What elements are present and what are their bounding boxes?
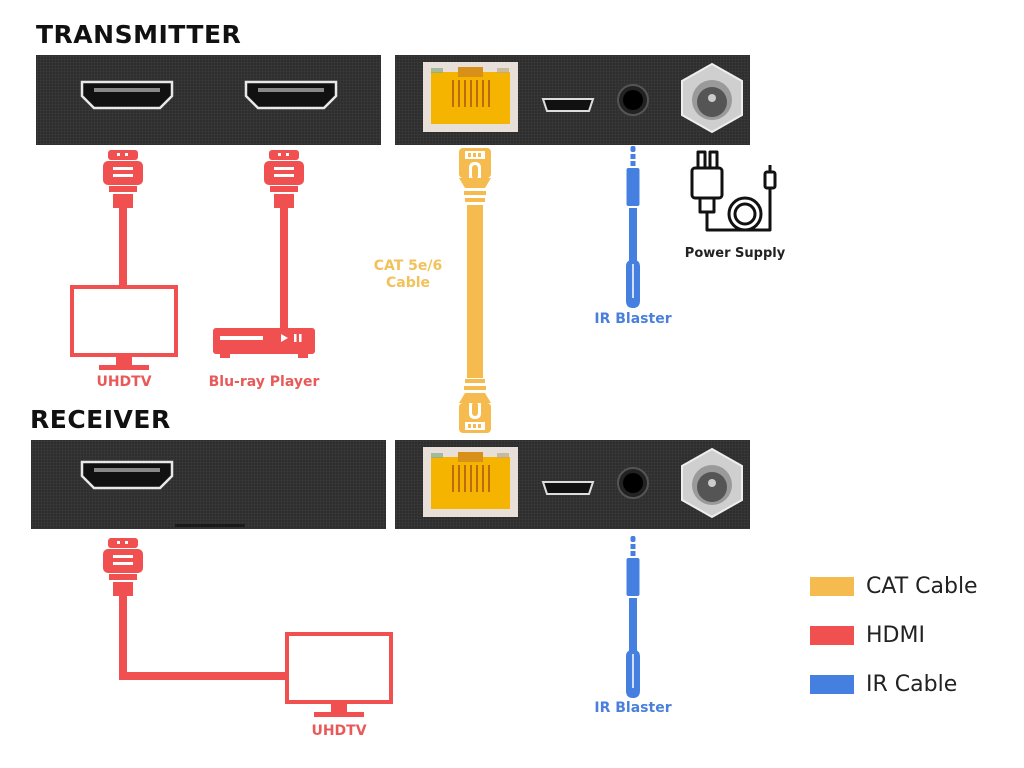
legend-label: IR Cable bbox=[866, 672, 958, 697]
receiver-hdmi-out-port bbox=[80, 460, 174, 490]
receiver-dc-power-port bbox=[681, 448, 743, 518]
hdmi-plug-icon bbox=[103, 150, 143, 208]
cat-cable-label-line2: Cable bbox=[385, 275, 431, 291]
legend-label: HDMI bbox=[866, 623, 925, 648]
receiver-tv-icon bbox=[285, 632, 393, 719]
blu-ray-player-icon bbox=[213, 328, 315, 358]
receiver-micro-usb-port bbox=[542, 481, 594, 495]
hdmi-plug-icon bbox=[264, 150, 304, 208]
legend: CAT Cable HDMI IR Cable bbox=[810, 574, 978, 697]
transmitter-hdmi-in-port bbox=[244, 80, 338, 110]
legend-item-ir: IR Cable bbox=[810, 672, 978, 697]
receiver-ir-jack bbox=[617, 467, 649, 499]
transmitter-title: TRANSMITTER bbox=[36, 20, 242, 49]
legend-label: CAT Cable bbox=[866, 574, 978, 599]
transmitter-rj45-port bbox=[422, 61, 519, 133]
receiver-hdmi-cable bbox=[119, 596, 288, 680]
hdmi-plug-icon bbox=[103, 538, 143, 596]
receiver-tv-label: UHDTV bbox=[311, 723, 367, 739]
legend-item-hdmi: HDMI bbox=[810, 623, 978, 648]
power-supply-label: Power Supply bbox=[684, 246, 786, 261]
receiver-ir-blaster-label: IR Blaster bbox=[594, 700, 672, 716]
receiver-title: RECEIVER bbox=[30, 405, 171, 434]
transmitter-micro-usb-port bbox=[542, 98, 594, 112]
hdmi-cable-tv bbox=[119, 208, 127, 288]
transmitter-tv-label: UHDTV bbox=[96, 374, 152, 390]
receiver-rj45-port bbox=[422, 446, 519, 518]
cat-cable bbox=[467, 213, 483, 378]
legend-swatch-hdmi bbox=[810, 626, 854, 645]
cat-cable-label-line1: CAT 5e/6 bbox=[373, 258, 443, 274]
cat-plug-top-icon bbox=[459, 148, 491, 213]
transmitter-ir-blaster-label: IR Blaster bbox=[594, 311, 672, 327]
hdmi-cable-player bbox=[280, 208, 288, 330]
transmitter-hdmi-out-port bbox=[80, 80, 174, 110]
legend-swatch-ir bbox=[810, 675, 854, 694]
receiver-panel-notch bbox=[175, 524, 245, 527]
blu-ray-player-label: Blu-ray Player bbox=[208, 374, 320, 390]
power-supply-icon bbox=[690, 150, 777, 232]
legend-swatch-cat bbox=[810, 577, 854, 596]
legend-item-cat: CAT Cable bbox=[810, 574, 978, 599]
tv-icon bbox=[70, 285, 178, 372]
ir-blaster-icon bbox=[625, 145, 641, 309]
transmitter-ir-jack bbox=[617, 84, 649, 116]
receiver-ir-blaster-icon bbox=[625, 535, 641, 699]
transmitter-dc-power-port bbox=[681, 63, 743, 133]
